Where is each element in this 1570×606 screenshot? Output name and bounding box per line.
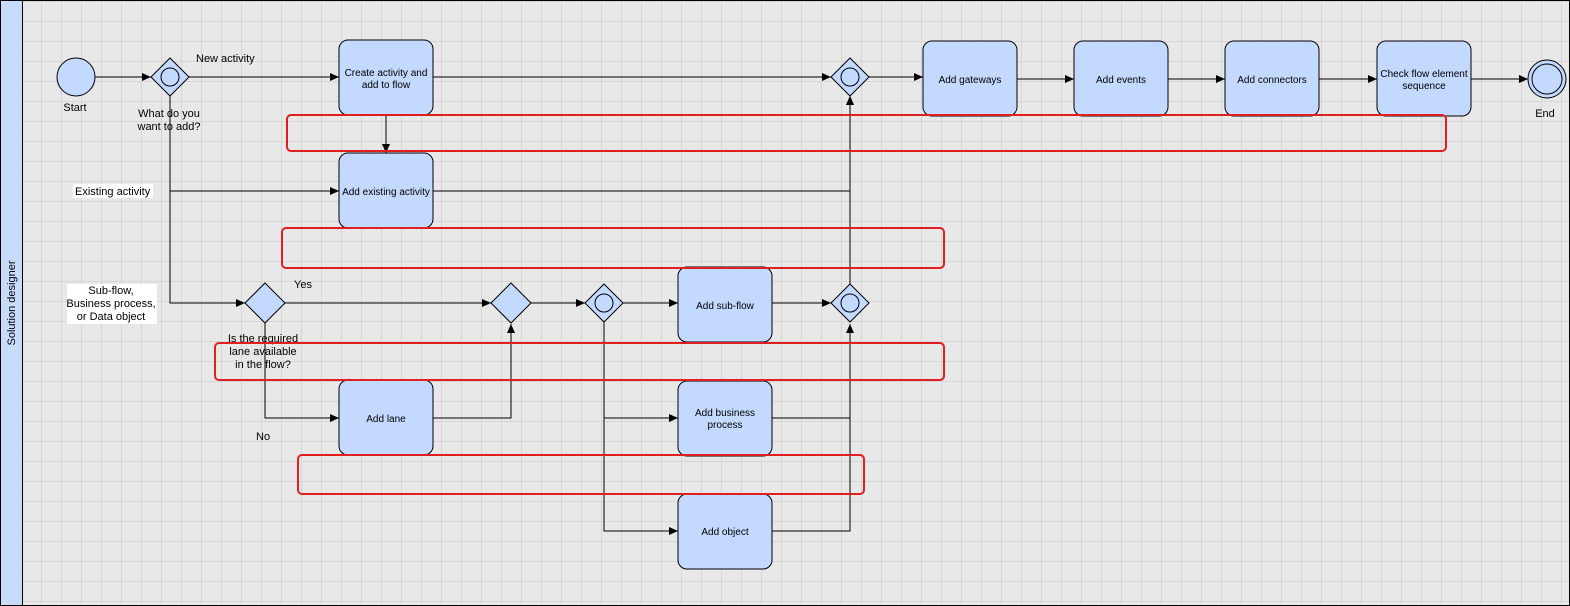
label-new-activity: New activity	[196, 53, 255, 65]
highlight-box-1	[286, 114, 1447, 152]
event-based-gateway-icon	[160, 67, 180, 87]
end-event-outer-circle[interactable]	[1527, 59, 1567, 99]
task-label-line-2: sequence	[1402, 81, 1446, 92]
flow-to-business-process[interactable]	[603, 322, 678, 422]
end-event-inner-circle	[1531, 63, 1563, 95]
gateway-diamond[interactable]	[244, 282, 286, 324]
gateway-diamond[interactable]	[830, 57, 870, 97]
task-add-business-process[interactable]: Add business process	[677, 380, 773, 457]
label-yes: Yes	[294, 279, 312, 291]
flow-no[interactable]	[264, 323, 339, 422]
task-label-line-1: Add object	[701, 527, 748, 538]
task-label-line-1: Add gateways	[939, 75, 1002, 86]
gateway-question-line-2: want to add?	[137, 121, 201, 133]
gateway-diamond[interactable]	[584, 283, 624, 323]
gateway-diamond[interactable]	[490, 282, 532, 324]
event-based-gateway-icon	[840, 293, 860, 313]
task-label-line-1: Check flow element	[1380, 69, 1467, 80]
label-background	[73, 184, 153, 198]
label-subflow-line-2: Business process,	[66, 298, 155, 310]
event-based-gateway-icon	[594, 293, 614, 313]
task-add-lane[interactable]: Add lane	[338, 379, 434, 456]
event-based-gateway-icon	[840, 67, 860, 87]
gateway-what-to-add[interactable]: What do you want to add?	[137, 57, 201, 133]
gateway-lane-available[interactable]: Is the required lane available in the fl…	[228, 282, 298, 371]
label-no: No	[256, 431, 270, 443]
flow-subflow-branch[interactable]	[169, 191, 245, 307]
flow-bp-to-merge[interactable]	[772, 324, 851, 419]
highlight-box-4	[297, 454, 865, 495]
end-label: End	[1535, 108, 1555, 120]
flow-lane-to-merge[interactable]	[433, 324, 515, 419]
start-event[interactable]: Start	[56, 57, 96, 114]
highlight-box-3	[214, 342, 945, 381]
task-label-line-1: Add business	[695, 408, 755, 419]
task-label-line-1: Add sub-flow	[696, 301, 755, 312]
start-event-circle[interactable]	[56, 57, 96, 97]
gateway-split-type[interactable]	[584, 283, 624, 323]
task-add-events[interactable]: Add events	[1073, 40, 1169, 117]
task-check-sequence[interactable]: Check flow element sequence	[1376, 40, 1472, 117]
gateway-merge-lane[interactable]	[490, 282, 532, 324]
task-add-gateways[interactable]: Add gateways	[922, 40, 1018, 117]
highlight-box-2	[281, 227, 945, 269]
gateway-diamond[interactable]	[830, 283, 870, 323]
swimlane-header[interactable]: Solution designer	[1, 1, 23, 605]
task-label-line-1: Add lane	[366, 414, 406, 425]
label-subflow-line-3: or Data object	[77, 311, 145, 323]
flow-to-object[interactable]	[603, 418, 678, 535]
start-label: Start	[63, 102, 86, 114]
gateway-merge-top[interactable]	[830, 57, 870, 97]
task-create-activity[interactable]: Create activity and add to flow	[338, 39, 434, 116]
task-label-line-1: Add events	[1096, 75, 1146, 86]
task-label-line-1: Add existing activity	[342, 187, 430, 198]
task-add-existing-activity[interactable]: Add existing activity	[338, 152, 434, 229]
task-add-object[interactable]: Add object	[677, 493, 773, 570]
label-existing-activity: Existing activity	[75, 186, 151, 198]
task-label-line-2: add to flow	[362, 80, 411, 91]
flow-object-to-merge[interactable]	[772, 324, 854, 532]
end-event[interactable]: End	[1527, 59, 1567, 120]
task-add-subflow[interactable]: Add sub-flow	[677, 266, 773, 343]
task-label-line-2: process	[707, 420, 742, 431]
gateway-merge-lower[interactable]	[830, 283, 870, 323]
gateway-question-line-2: lane available	[229, 346, 296, 358]
label-subflow-line-1: Sub-flow,	[88, 285, 133, 297]
flow-existing-to-merge[interactable]	[433, 96, 854, 192]
sequence-flows	[95, 73, 1528, 535]
task-label-line-1: Add connectors	[1237, 75, 1307, 86]
task-add-connectors[interactable]: Add connectors	[1224, 40, 1320, 117]
gateway-question-line-1: What do you	[138, 108, 200, 120]
gateway-question-line-3: in the flow?	[235, 359, 291, 371]
task-label-line-1: Create activity and	[345, 68, 428, 79]
gateway-diamond[interactable]	[150, 57, 190, 97]
label-background	[67, 284, 157, 324]
